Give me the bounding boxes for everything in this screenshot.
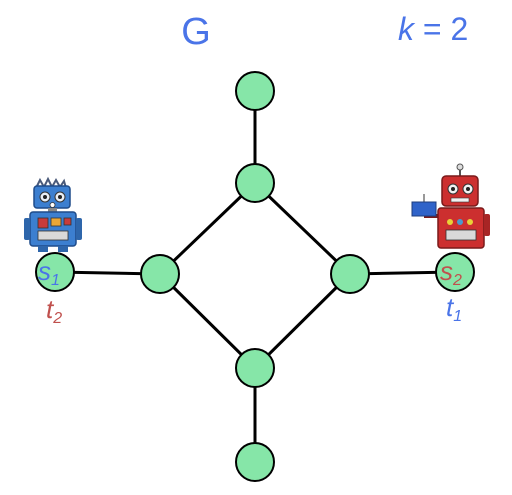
label-t1: t1 xyxy=(446,292,462,325)
node-right xyxy=(330,254,370,294)
node-far-left xyxy=(35,252,75,292)
edge-upper-left xyxy=(158,181,257,276)
blue-robot-icon xyxy=(24,176,82,252)
node-bottom xyxy=(235,442,275,482)
node-upper xyxy=(235,163,275,203)
edge-group xyxy=(54,91,456,462)
k-label: k = 2 xyxy=(398,11,468,47)
node-lower xyxy=(235,348,275,388)
k-variable: k xyxy=(398,11,416,47)
label-s2: s2 xyxy=(440,256,462,289)
node-left xyxy=(140,254,180,294)
red-robot-icon xyxy=(411,163,490,249)
label-s1: s1 xyxy=(38,256,60,289)
graph-title: G xyxy=(181,11,211,53)
node-group xyxy=(35,71,475,482)
node-top xyxy=(235,71,275,111)
node-far-right xyxy=(435,252,475,292)
edge-right-lower xyxy=(253,272,352,370)
edge-left-lower xyxy=(158,272,257,370)
edge-upper-right xyxy=(253,181,352,276)
label-t2: t2 xyxy=(46,294,62,327)
k-value: = 2 xyxy=(414,11,468,47)
